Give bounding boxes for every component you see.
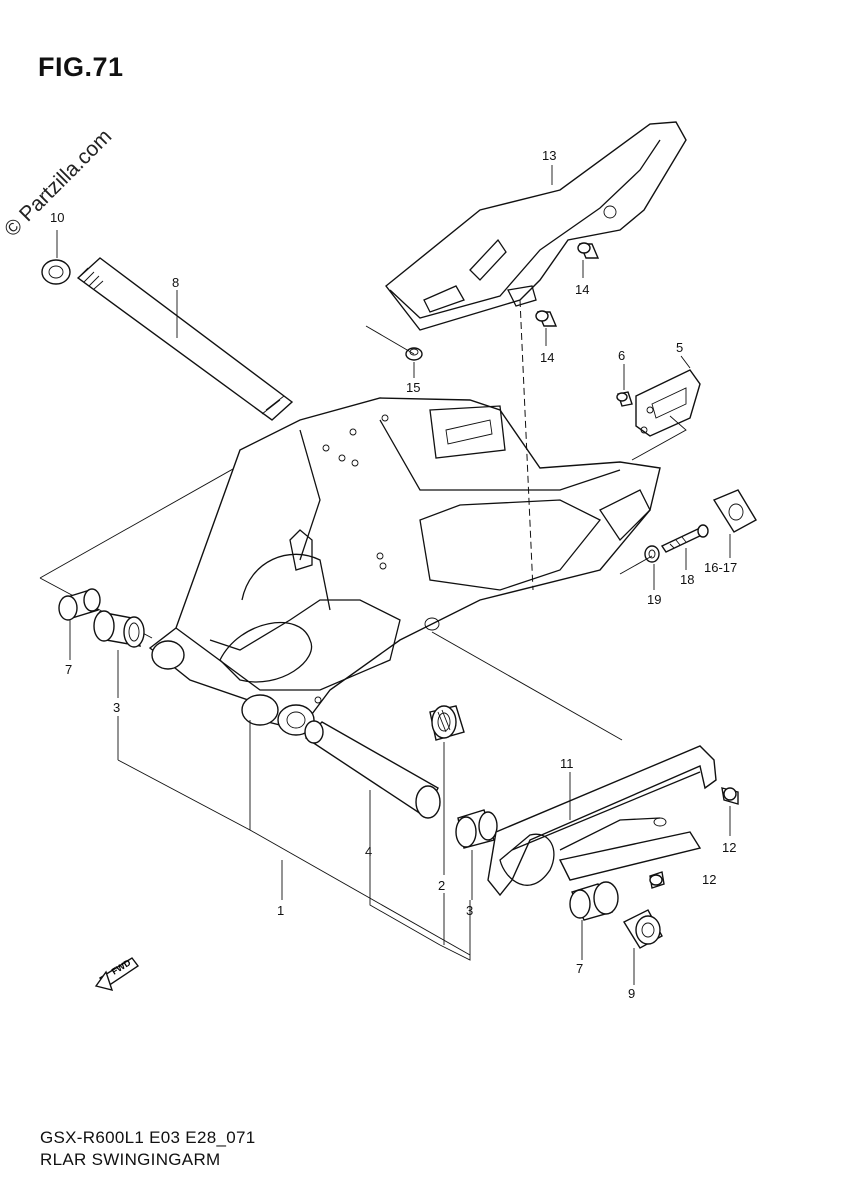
part-6-bolt xyxy=(616,391,633,407)
callout-14-lower: 14 xyxy=(540,350,554,365)
part-3-bearing-left xyxy=(93,610,145,648)
part-4-pipe xyxy=(304,720,441,819)
callout-6: 6 xyxy=(618,348,625,363)
part-1-swingarm xyxy=(148,397,661,736)
callout-19: 19 xyxy=(647,592,661,607)
part-11-chain-buffer xyxy=(487,745,717,897)
part-18-bolt xyxy=(660,524,709,553)
part-8-axle xyxy=(76,257,294,421)
part-14-bolt-upper xyxy=(577,242,600,259)
part-2-bearing xyxy=(429,705,465,741)
part-19-washer xyxy=(644,545,660,563)
callout-12-lower: 12 xyxy=(702,872,716,887)
callout-2: 2 xyxy=(438,878,445,893)
callout-11: 11 xyxy=(560,756,574,771)
part-12-bolt-upper xyxy=(721,787,739,805)
callout-10: 10 xyxy=(50,210,64,225)
callout-3-left: 3 xyxy=(113,700,120,715)
part-7-collar-right xyxy=(569,881,619,921)
fwd-arrow-icon: FWD xyxy=(94,957,140,991)
part-5-plate xyxy=(635,369,701,437)
figure-title: FIG.71 xyxy=(38,52,124,82)
callout-8: 8 xyxy=(172,275,179,290)
callout-7-right: 7 xyxy=(576,961,583,976)
part-13-chain-guard xyxy=(385,121,687,331)
callout-7-left: 7 xyxy=(65,662,72,677)
part-14-bolt-lower xyxy=(535,310,558,327)
callout-5: 5 xyxy=(676,340,683,355)
callout-4: 4 xyxy=(365,844,372,859)
callout-16-17: 16-17 xyxy=(704,560,737,575)
part-9-nut xyxy=(623,909,663,949)
callout-13: 13 xyxy=(542,148,556,163)
footer-model-code: GSX-R600L1 E03 E28_071 xyxy=(40,1128,256,1147)
footer-figure-name: RLAR SWINGINGARM xyxy=(40,1150,221,1169)
callout-18: 18 xyxy=(680,572,694,587)
part-7-collar-left xyxy=(58,588,101,621)
part-12-bolt-lower xyxy=(649,871,665,889)
callout-9: 9 xyxy=(628,986,635,1001)
part-3-bearing-right xyxy=(455,809,498,849)
part-16-17-adjuster xyxy=(712,489,757,533)
callout-14-upper: 14 xyxy=(575,282,589,297)
callout-1: 1 xyxy=(277,903,284,918)
callout-3-right: 3 xyxy=(466,903,473,918)
part-10-nut xyxy=(41,259,71,285)
callout-15: 15 xyxy=(406,380,420,395)
callout-12-upper: 12 xyxy=(722,840,736,855)
